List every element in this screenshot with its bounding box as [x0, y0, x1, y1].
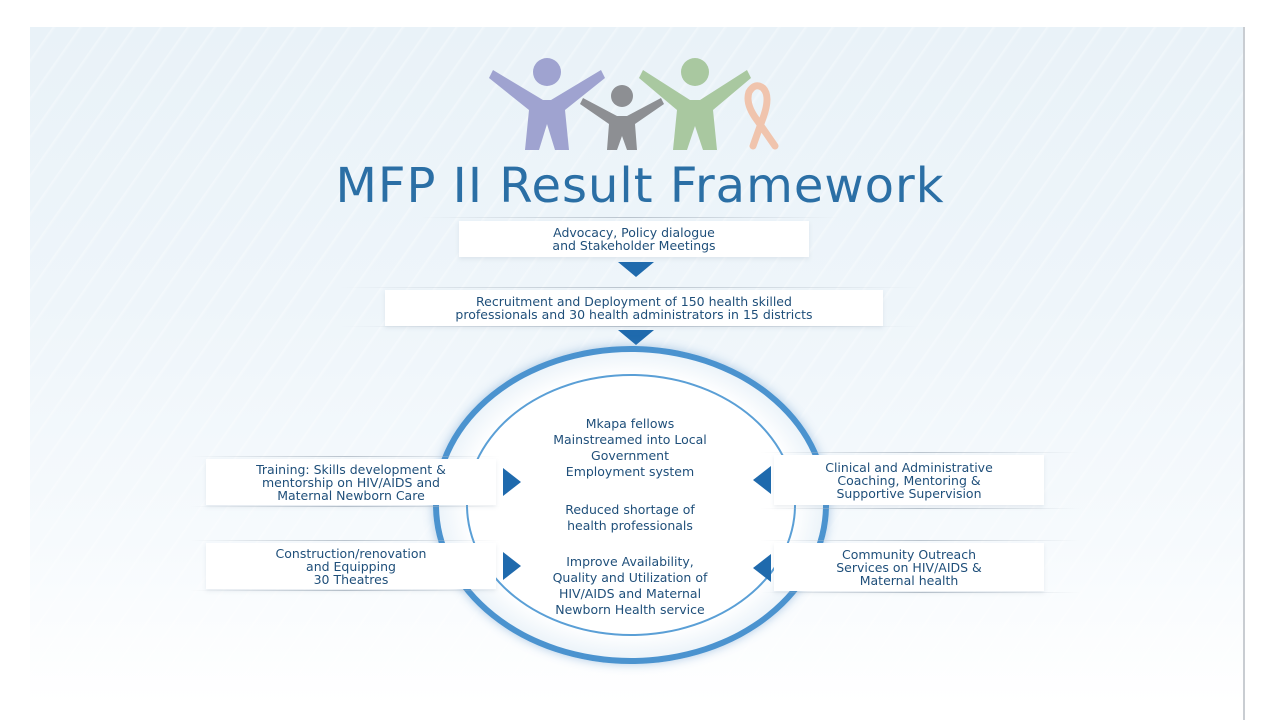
divider	[340, 287, 920, 288]
divider	[190, 590, 500, 591]
arrow-left-icon	[753, 554, 771, 582]
divider	[760, 540, 1080, 541]
divider	[340, 326, 920, 327]
arrow-right-icon	[503, 468, 521, 496]
input-outreach-box: Community Outreach Services on HIV/AIDS …	[774, 543, 1044, 591]
gray-figure-icon	[580, 85, 664, 150]
step-advocacy-label: Advocacy, Policy dialogue and Stakeholde…	[552, 225, 716, 253]
divider	[760, 508, 1080, 509]
arrow-down-icon	[618, 330, 654, 345]
step-recruitment-label: Recruitment and Deployment of 150 health…	[455, 294, 813, 322]
outcome-circle	[466, 374, 796, 636]
arrow-left-icon	[753, 466, 771, 494]
divider	[420, 217, 840, 218]
step-advocacy-box: Advocacy, Policy dialogue and Stakeholde…	[459, 221, 809, 257]
outcome-reduced-shortage: Reduced shortage of health professionals	[565, 502, 695, 533]
arrow-down-icon	[618, 262, 654, 277]
outcome-mainstreamed: Mkapa fellows Mainstreamed into Local Go…	[553, 416, 707, 479]
input-construction-label: Construction/renovation and Equipping 30…	[275, 545, 427, 587]
divider	[190, 456, 500, 457]
green-figure-icon	[639, 58, 751, 150]
input-training-label: Training: Skills development & mentorshi…	[256, 461, 446, 503]
input-coaching-label: Clinical and Administrative Coaching, Me…	[825, 459, 993, 501]
divider	[760, 592, 1080, 593]
slide-border	[1243, 27, 1245, 720]
outcome-improve-availability: Improve Availability, Quality and Utiliz…	[552, 554, 708, 617]
divider	[190, 506, 500, 507]
purple-figure-icon	[489, 58, 605, 150]
input-construction-box: Construction/renovation and Equipping 30…	[206, 543, 496, 589]
arrow-right-icon	[503, 552, 521, 580]
divider	[190, 540, 500, 541]
page-title: MFP II Result Framework	[335, 158, 945, 214]
input-coaching-box: Clinical and Administrative Coaching, Me…	[774, 455, 1044, 505]
logo	[489, 58, 779, 150]
awareness-ribbon-icon	[744, 82, 779, 150]
input-outreach-label: Community Outreach Services on HIV/AIDS …	[836, 546, 982, 588]
input-training-box: Training: Skills development & mentorshi…	[206, 459, 496, 505]
divider	[760, 452, 1080, 453]
step-recruitment-box: Recruitment and Deployment of 150 health…	[385, 290, 883, 326]
